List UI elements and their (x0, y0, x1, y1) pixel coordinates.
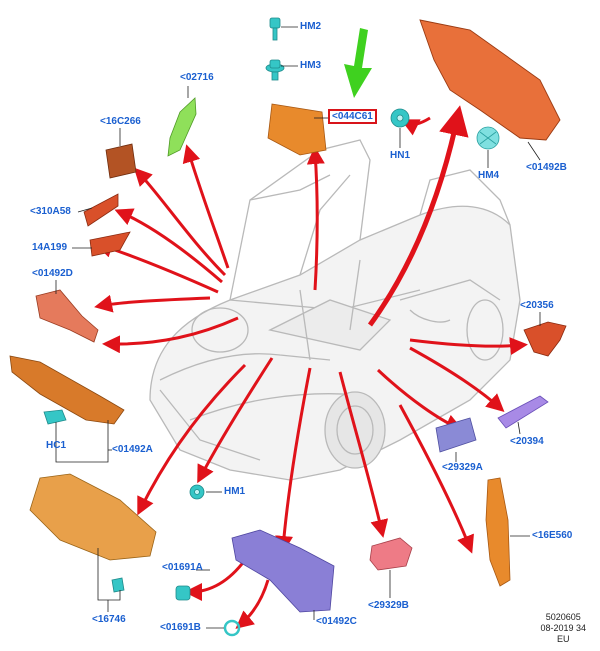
label-16c266: <16C266 (100, 116, 141, 127)
part-14a199 (89, 231, 131, 257)
part-01492d (35, 289, 99, 343)
part-01691a (175, 585, 191, 601)
label-16e560: <16E560 (532, 530, 573, 541)
label-hc1: HC1 (46, 440, 67, 451)
label-310a58: <310A58 (30, 206, 71, 217)
part-16746-clip (111, 577, 125, 593)
part-01691b (223, 619, 241, 637)
arrow-to-16c266 (133, 167, 227, 277)
part-16746 (29, 473, 157, 561)
part-02716 (167, 97, 197, 157)
part-hm1 (189, 484, 205, 500)
label-20394: <20394 (510, 436, 544, 447)
part-16e560 (485, 477, 511, 587)
arrow-to-044c61 (306, 146, 325, 291)
footer-region: EU (556, 634, 570, 644)
part-hn1 (390, 108, 410, 128)
footer-date: 08-2019 34 (540, 623, 586, 633)
arrow-to-hm1 (197, 357, 274, 484)
part-29329a (435, 417, 477, 453)
arrow-to-310a58 (114, 208, 223, 284)
part-hm3 (265, 59, 285, 81)
label-01691a: <01691A (162, 562, 203, 573)
arrow-to-16746 (137, 363, 247, 516)
label-01492b: <01492B (526, 162, 567, 173)
arrow-to-01691a (184, 559, 247, 601)
callout-arrows (94, 105, 528, 629)
part-20394 (497, 395, 549, 429)
label-16746: <16746 (92, 614, 126, 625)
arrow-to-hn1 (400, 116, 431, 136)
label-29329b: <29329B (368, 600, 409, 611)
label-01492c: <01492C (316, 616, 357, 627)
arrow-to-01492c (275, 367, 312, 554)
arrow-to-14a199 (94, 240, 219, 294)
label-hm2: HM2 (300, 21, 322, 32)
label-02716: <02716 (180, 72, 214, 83)
arrow-to-20356 (409, 337, 528, 356)
part-01492a (9, 355, 125, 425)
arrow-to-01492b (367, 105, 469, 327)
arrow-to-29329b (338, 371, 389, 538)
part-310a58 (83, 193, 119, 227)
arrow-to-01492d (94, 294, 211, 313)
part-01492b (419, 19, 561, 141)
part-hc1 (43, 409, 67, 425)
label-01691b: <01691B (160, 622, 201, 633)
part-hm2 (269, 17, 281, 41)
footer-ref: 5020605 (545, 612, 581, 622)
arrow-to-02716 (182, 144, 230, 269)
arrow-to-16e560 (398, 404, 474, 554)
part-20356 (523, 321, 567, 357)
label-20356: <20356 (520, 300, 554, 311)
arrow-to-20394 (409, 346, 505, 413)
label-hm1: HM1 (224, 486, 246, 497)
label-hn1: HN1 (390, 150, 411, 161)
footer-stamp: 5020605 08-2019 34 EU (540, 612, 586, 645)
label-01492d: <01492D (32, 268, 73, 279)
part-hm4 (476, 126, 500, 150)
leader-lines (55, 26, 541, 629)
part-01492c (231, 529, 335, 613)
label-01492a: <01492A (112, 444, 153, 455)
arrow-to-01492a (102, 316, 239, 354)
label-14a199: 14A199 (32, 242, 68, 253)
label-29329a: <29329A (442, 462, 483, 473)
label-044c61: <044C61 (328, 109, 377, 124)
arrow-to-01691b (235, 579, 270, 629)
label-hm4: HM4 (478, 170, 500, 181)
label-hm3: HM3 (300, 60, 322, 71)
indicator-arrow (344, 28, 372, 98)
part-044c61 (267, 103, 327, 156)
part-16c266 (105, 143, 137, 179)
part-29329b (369, 537, 413, 571)
